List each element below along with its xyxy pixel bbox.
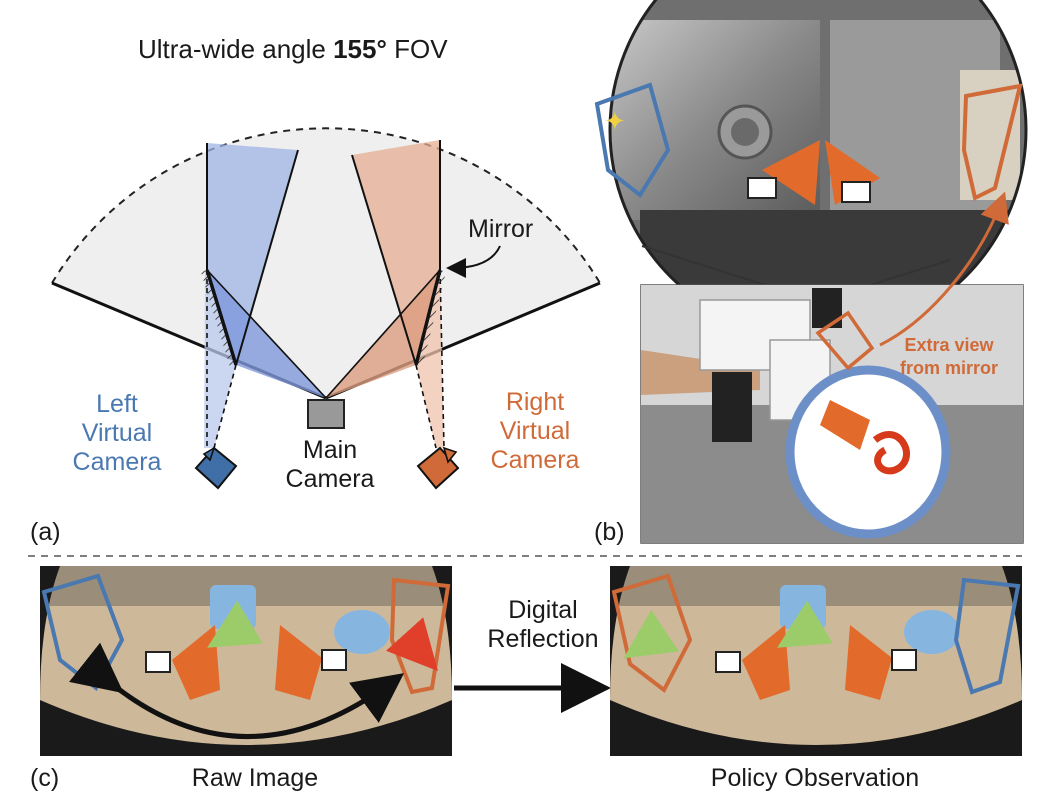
mirror-region-outline-photo [815,310,875,371]
mirror-label: Mirror [468,215,534,243]
panel-b-tag: (b) [594,518,625,546]
right-camera-line-2: Virtual [499,416,571,445]
left-camera-line-2: Virtual [81,418,153,447]
main-camera-line-2: Camera [285,464,375,493]
policy-observation-label: Policy Observation [710,764,920,792]
extra-view-label: Extra view from mirror [900,334,998,379]
extra-view-arrow [879,191,1009,347]
raw-image-label: Raw Image [191,764,319,792]
sparkle-icon: ✦ [604,106,626,136]
policy-right-region-outline [953,577,1021,695]
left-virtual-frustum [204,270,236,448]
raw-swap-arrow [69,642,405,739]
right-camera-line-3: Camera [490,445,580,474]
left-virtual-camera-label: Left Virtual Camera [52,390,182,476]
fov-fan [52,128,600,398]
fov-arc [51,127,601,284]
digital-reflection-line-1: Digital [508,596,578,624]
digital-reflection-label: Digital Reflection [480,596,606,654]
digital-reflection-line-2: Reflection [487,624,599,653]
left-camera-line-1: Left [96,390,138,418]
left-virtual-camera-icon [194,446,238,490]
right-virtual-camera-icon [416,446,460,490]
fov-title-suffix: FOV [386,34,448,64]
right-camera-line-1: Right [505,388,565,416]
left-mirror-region-outline [594,82,671,198]
left-camera-line-3: Camera [72,447,162,476]
mirror-callout-arrow [446,245,501,278]
panel-c-tag: (c) [30,764,60,792]
panel-a-tag: (a) [30,518,61,546]
fov-title: Ultra-wide angle 155° FOV [138,34,448,65]
right-virtual-frustum [416,270,444,448]
policy-observation-image [610,566,1022,756]
fov-title-angle: 155° [333,34,387,64]
extra-view-line-2: from mirror [900,357,999,378]
main-camera-label: Main Camera [260,436,400,494]
right-virtual-camera-label: Right Virtual Camera [470,388,600,474]
raw-image [40,566,452,756]
extra-view-line-1: Extra view [904,335,994,355]
fov-title-prefix: Ultra-wide angle [138,34,334,64]
main-camera-line-1: Main [302,436,358,464]
main-camera-icon [307,399,345,429]
